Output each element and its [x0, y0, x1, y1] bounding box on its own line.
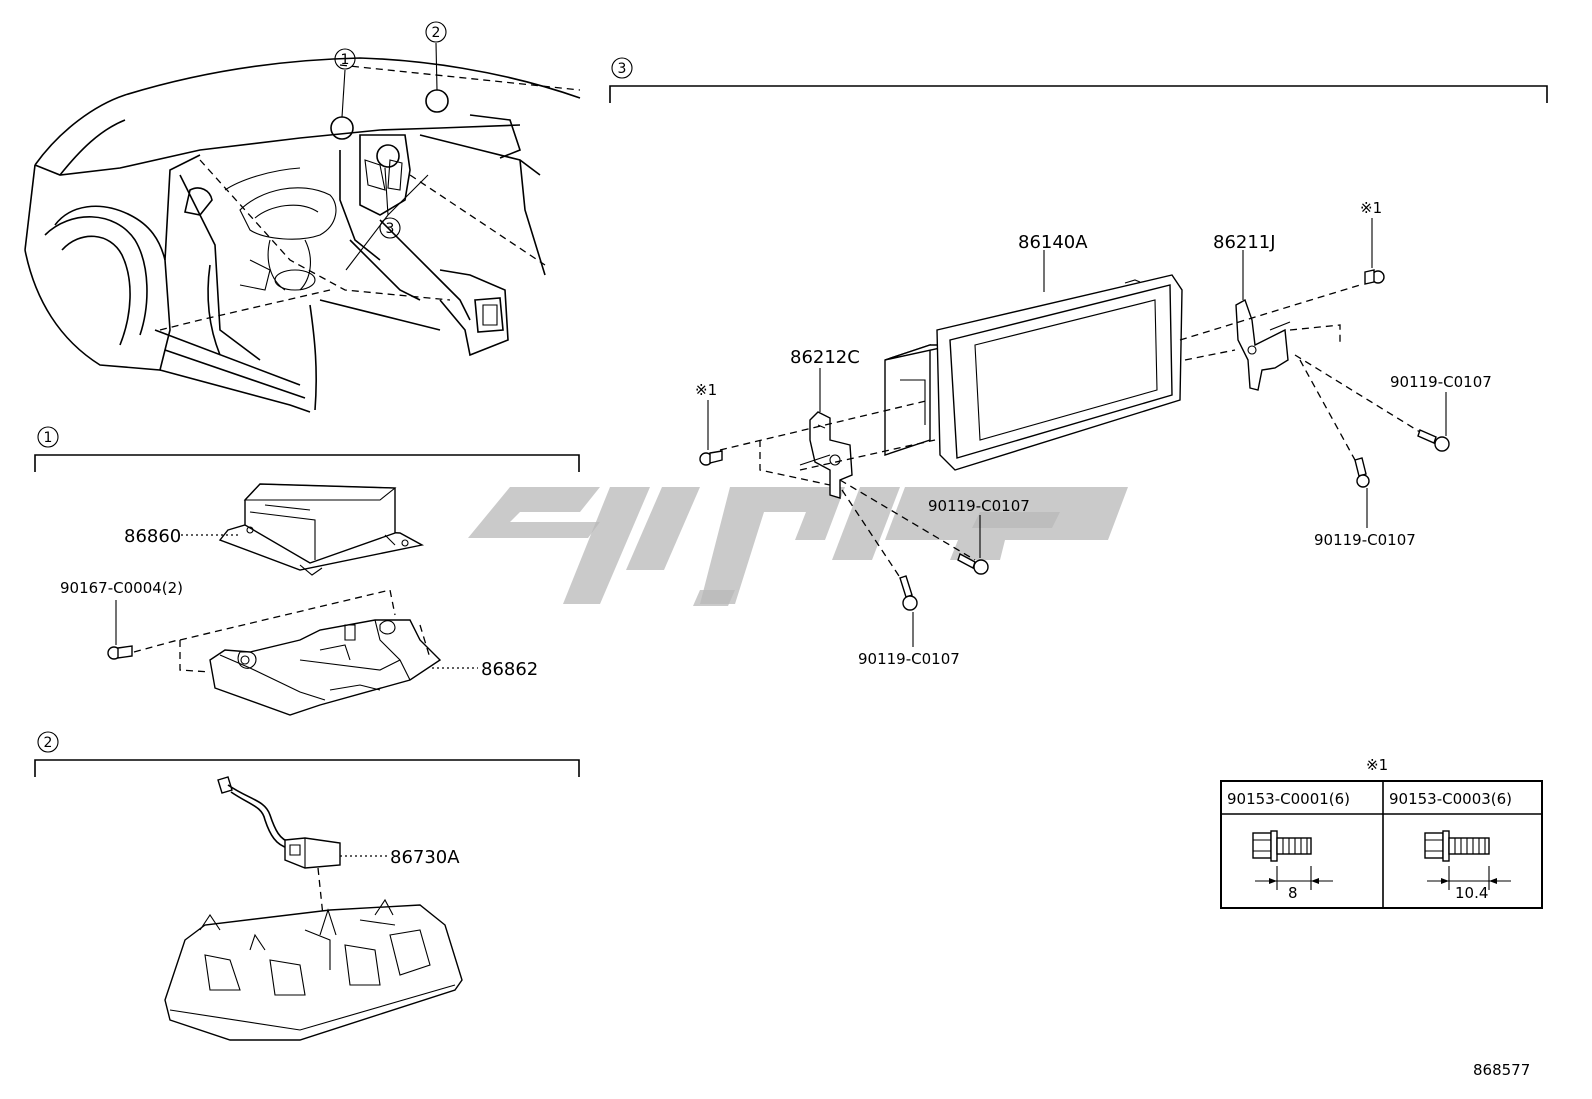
svg-text:1: 1	[341, 52, 350, 68]
part-label-86862: 86862	[481, 659, 538, 680]
section-1: 1 86860	[34, 426, 580, 716]
flange-bolt-1-icon	[1252, 830, 1333, 890]
section-2-bracket	[34, 759, 580, 777]
part-label-90119-c0107-a: 90119-C0107	[928, 497, 1030, 515]
section-1-badge	[37, 426, 59, 448]
part-label-90167-c0004: 90167-C0004(2)	[60, 579, 183, 597]
screw-90119-b	[899, 575, 918, 611]
section-3: 3 86140A 86212C 86211J	[609, 57, 1548, 668]
section-2: 2 86730A	[34, 731, 580, 1041]
sensor-harness	[217, 776, 341, 869]
screw-90119-d	[1354, 457, 1370, 488]
overview-callout-2: 2	[425, 21, 447, 43]
part-label-90119-c0107-b: 90119-C0107	[858, 650, 960, 668]
part-label-86140a: 86140A	[1018, 232, 1088, 253]
svg-text:1: 1	[44, 430, 53, 446]
note-marker-right: ※1	[1360, 199, 1382, 217]
section-3-badge	[611, 57, 633, 79]
overhead-console	[164, 898, 463, 1041]
svg-text:3: 3	[618, 61, 627, 77]
mounting-bracket	[209, 619, 442, 716]
part-label-86211j: 86211J	[1213, 232, 1276, 253]
note-marker-left: ※1	[695, 381, 717, 399]
overview-callout-3: 3	[379, 217, 401, 239]
part-label-86730a: 86730A	[390, 847, 460, 868]
note-table-dim-1: 8	[1288, 884, 1298, 902]
part-label-86860: 86860	[124, 526, 181, 547]
flange-bolt-2-icon	[1424, 830, 1511, 890]
bracket-left	[799, 411, 853, 499]
section-1-bracket	[34, 454, 580, 472]
callout-2-location	[425, 89, 449, 113]
display-unit	[884, 274, 1183, 471]
diagram-id: 868577	[1473, 1061, 1530, 1079]
callout-1-location	[330, 116, 354, 140]
callout-3-location	[376, 144, 400, 168]
screw-90119-c	[1417, 429, 1450, 452]
note-table-part-1: 90153-C0001(6)	[1227, 790, 1350, 808]
vehicle-interior-overview	[24, 42, 581, 413]
screw-90119-a	[957, 552, 989, 575]
note-table: ※1 90153-C0001(6) 90153-C0003(6) 8	[1220, 756, 1543, 909]
ecu-module	[218, 483, 425, 576]
screw-note1-right	[1364, 269, 1385, 285]
overview-callout-1: 1	[334, 48, 356, 70]
note-table-part-2: 90153-C0003(6)	[1389, 790, 1512, 808]
svg-text:2: 2	[44, 735, 53, 751]
note-table-marker: ※1	[1366, 756, 1388, 774]
svg-text:3: 3	[386, 221, 395, 237]
bolt-90167	[107, 645, 133, 660]
part-label-90119-c0107-c: 90119-C0107	[1390, 373, 1492, 391]
section-2-badge	[37, 731, 59, 753]
screw-note1-left	[699, 450, 723, 466]
note-table-dim-2: 10.4	[1455, 884, 1488, 902]
watermark-logo	[468, 487, 1128, 606]
bracket-right	[1235, 298, 1291, 391]
part-label-86212c: 86212C	[790, 347, 860, 368]
svg-text:2: 2	[432, 25, 441, 41]
section-3-bracket	[609, 85, 1548, 103]
part-label-90119-c0107-d: 90119-C0107	[1314, 531, 1416, 549]
